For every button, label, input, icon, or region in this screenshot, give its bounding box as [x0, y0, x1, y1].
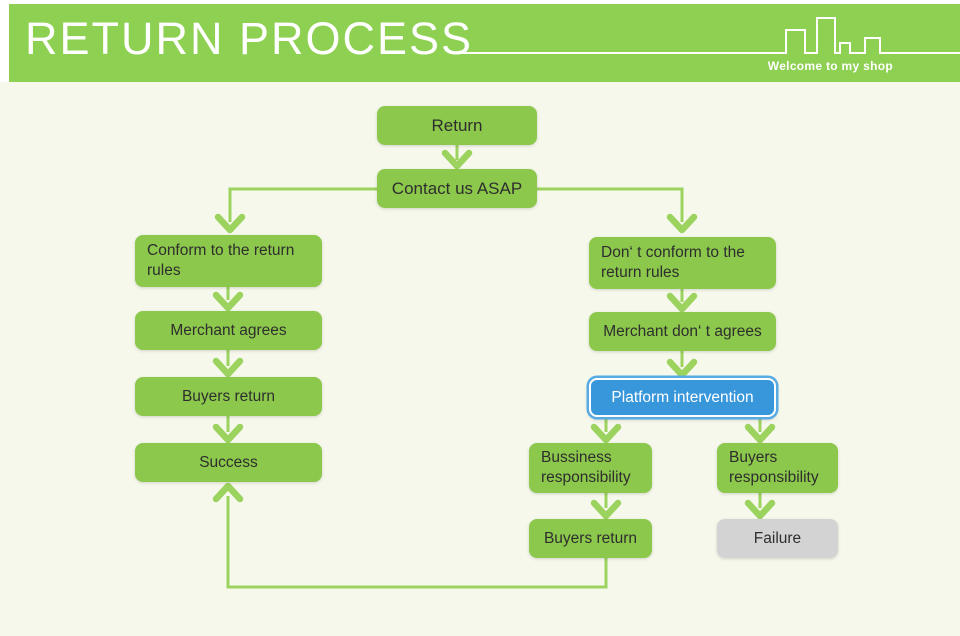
node-buyers-return-left: Buyers return	[135, 377, 322, 416]
node-return: Return	[377, 106, 537, 145]
header-bar: RETURN PROCESS Welcome to my shop	[0, 0, 960, 82]
node-platform-intervention: Platform intervention	[589, 378, 776, 417]
node-failure: Failure	[717, 519, 838, 558]
page-title: RETURN PROCESS	[25, 13, 474, 64]
node-conform-to-rules: Conform to the return rules	[135, 235, 322, 287]
node-merchant-agrees: Merchant agrees	[135, 311, 322, 350]
shop-tagline: Welcome to my shop	[767, 59, 893, 73]
node-success: Success	[135, 443, 322, 482]
node-merchant-dont-agrees: Merchant don‘ t agrees	[589, 312, 776, 351]
shop-skyline-icon	[450, 17, 960, 54]
node-buyers-return-right: Buyers return	[529, 519, 652, 558]
node-business-responsibility: Bussiness responsibility	[529, 443, 652, 493]
node-dont-conform-to-rules: Don‘ t conform to the return rules	[589, 237, 776, 289]
flowchart-canvas: Return Contact us ASAP Conform to the re…	[0, 82, 960, 636]
node-buyers-responsibility: Buyers responsibility	[717, 443, 838, 493]
header: RETURN PROCESS Welcome to my shop	[9, 4, 960, 82]
node-contact-us-asap: Contact us ASAP	[377, 169, 537, 208]
